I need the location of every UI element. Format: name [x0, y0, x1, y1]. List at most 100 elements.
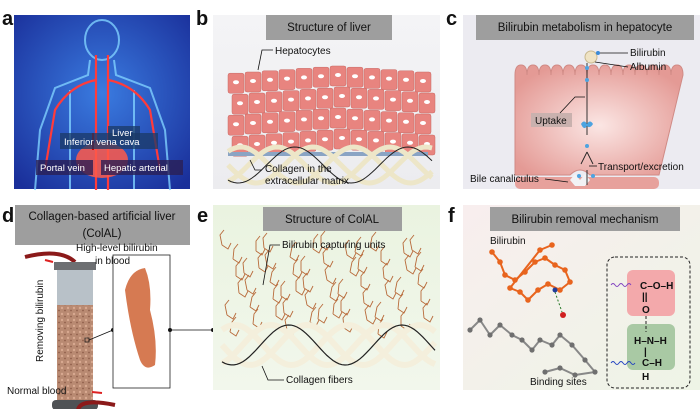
collagen-binding-molecule-icon — [467, 317, 598, 378]
panel-f: f Bilirubin removal mechanism Bilirubin … — [448, 205, 700, 390]
capturing-unit — [244, 274, 257, 295]
atom — [502, 272, 508, 278]
nucleus — [403, 119, 409, 124]
capturing-unit — [329, 281, 340, 302]
label-hepatic-arterial: Hepatic arterial — [101, 160, 183, 175]
bond — [499, 324, 513, 336]
pathway-arrows-icon — [580, 63, 594, 185]
nucleus — [322, 95, 328, 100]
chem-cooh: C–O–H — [640, 281, 673, 292]
atom — [512, 277, 518, 283]
nucleus — [373, 96, 379, 101]
svg-text:Liver: Liver — [112, 128, 133, 139]
capturing-unit — [380, 245, 391, 266]
bond — [559, 334, 573, 346]
capturing-unit — [249, 291, 260, 312]
nucleus — [390, 139, 396, 144]
chem-bar: | — [644, 347, 647, 358]
capturing-unit — [302, 272, 314, 293]
capturing-unit — [394, 276, 405, 297]
capturing-unit — [382, 262, 394, 283]
panel-e: e Structure of ColAL Bilirubin capturing… — [197, 205, 440, 390]
svg-text:Hepatic arterial: Hepatic arterial — [104, 163, 168, 174]
capturing-unit — [320, 230, 331, 251]
capturing-unit — [269, 266, 280, 287]
bond — [584, 359, 596, 373]
capturing-unit — [232, 243, 243, 264]
capturing-unit — [337, 278, 348, 299]
collagen-strand — [220, 321, 438, 369]
nucleus — [237, 101, 243, 106]
label-collagen-line2: extracellular matrix — [265, 176, 349, 187]
panel-label-c: c — [446, 8, 457, 30]
nucleus — [356, 95, 362, 100]
capturing-unit — [317, 303, 328, 324]
atom — [567, 279, 573, 285]
label-liver: Liver — [108, 126, 140, 140]
atom — [537, 337, 543, 343]
capturing-unit — [369, 231, 380, 252]
collagen-strand — [226, 144, 434, 186]
bilirubin-icon — [596, 51, 600, 55]
bond — [479, 319, 491, 336]
panel-label-b: b — [196, 8, 208, 30]
atom — [545, 281, 551, 287]
atom — [507, 285, 513, 291]
nucleus — [352, 116, 358, 121]
panel-label-a: a — [2, 8, 14, 30]
capturing-unit — [262, 232, 274, 253]
capturing-unit — [289, 241, 300, 262]
atom — [582, 357, 588, 363]
outflow-tube-icon — [76, 400, 116, 409]
nucleus — [284, 118, 290, 123]
wavy-bond-icon — [610, 361, 636, 365]
capturing-unit — [237, 277, 249, 298]
atom — [477, 317, 483, 323]
collagen-fibers-icon — [219, 321, 438, 369]
nucleus — [233, 122, 239, 127]
capturing-unit — [374, 301, 385, 322]
label-hepatocytes: Hepatocytes — [275, 46, 331, 57]
capturing-unit — [364, 304, 377, 325]
bond — [574, 371, 596, 376]
capturing-unit — [404, 254, 417, 275]
panel-title-box — [266, 15, 392, 40]
atom — [519, 337, 525, 343]
panel-title-line2: (ColAL) — [83, 228, 122, 240]
atom — [569, 342, 575, 348]
nucleus — [339, 94, 345, 98]
capturing-unit — [280, 280, 291, 301]
nucleus — [369, 75, 375, 80]
nucleus — [373, 138, 379, 143]
collagen-strand — [227, 146, 433, 184]
atom — [552, 262, 558, 268]
capturing-unit — [264, 249, 277, 270]
nucleus — [267, 119, 273, 124]
capturing-unit — [219, 229, 232, 250]
amine-group-box — [627, 324, 675, 370]
atom — [542, 255, 548, 261]
nucleus — [288, 97, 294, 102]
capturing-unit — [322, 247, 334, 268]
bond — [571, 344, 586, 361]
atom — [529, 347, 535, 353]
atom — [535, 287, 541, 293]
atom — [467, 327, 473, 333]
atom — [487, 332, 493, 338]
label-bilirubin: Bilirubin — [490, 236, 526, 247]
atom — [532, 259, 538, 265]
chem-nh: H–N–H — [634, 336, 667, 347]
column-device-icon — [52, 262, 98, 409]
capturing-unit — [362, 287, 374, 308]
bilirubin-molecules-icon — [577, 66, 595, 178]
hepatocyte-layer-icon — [227, 65, 436, 157]
label-collagen-line1: Collagen in the — [265, 164, 332, 175]
nucleus — [390, 97, 396, 102]
hydrogen-bond-icon — [554, 291, 563, 313]
nucleus — [420, 79, 426, 83]
nucleus — [420, 121, 426, 125]
capturing-unit — [324, 264, 337, 285]
capturing-unit — [224, 299, 237, 320]
bilirubin-molecule-icon — [489, 242, 573, 303]
chem-double-bond: || — [642, 292, 648, 303]
